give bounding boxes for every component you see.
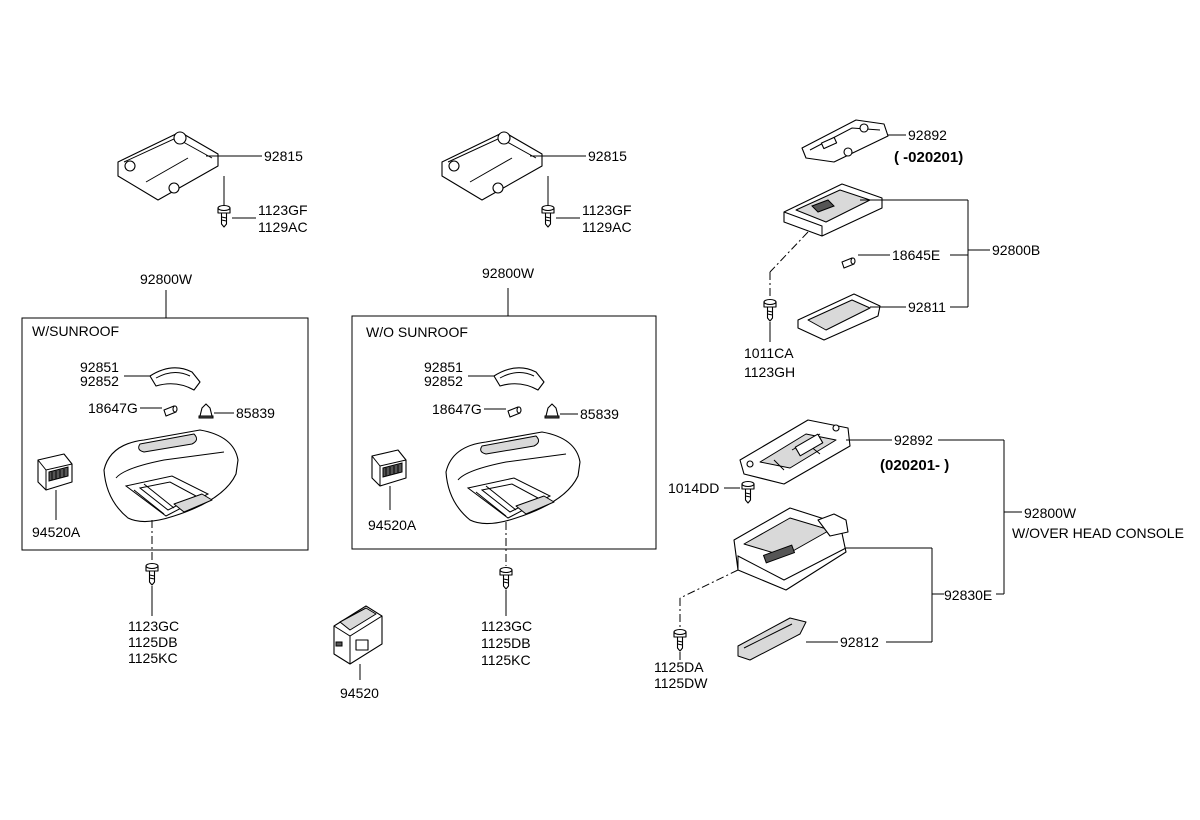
clip-85839-middle [544, 403, 560, 419]
bolt-1014dd [741, 480, 755, 504]
top-right-group: 92892 ( -020201) 18645E 92811 92800B 101… [744, 119, 1040, 380]
label-92830e: 92830E [944, 587, 992, 603]
note-020201-bottom: (020201- ) [880, 457, 949, 474]
note-over-head-console: W/OVER HEAD CONSOLE [1012, 525, 1184, 541]
screw-bottom-right [673, 628, 687, 652]
lamp-92800b [783, 183, 883, 237]
bottom-right-group: 92892 (020201- ) 92800W W/OVER HEAD CONS… [654, 419, 1184, 691]
label-92852-left: 92852 [80, 373, 119, 389]
lens-92851-middle [493, 367, 545, 391]
label-1123gf-middle: 1123GF [582, 202, 632, 218]
label-1123gf-left: 1123GF [258, 202, 308, 218]
box-w-sunroof [21, 317, 309, 551]
label-1129ac-middle: 1129AC [582, 219, 632, 235]
note-020201-top: ( -020201) [894, 149, 963, 166]
label-1125kc-middle: 1125KC [481, 652, 531, 668]
label-94520a-left: 94520A [32, 524, 81, 540]
label-1014dd: 1014DD [668, 480, 719, 496]
label-1125db-left: 1125DB [128, 634, 178, 650]
label-18647g-left: 18647G [88, 400, 138, 416]
bracket-92892-top [801, 119, 889, 163]
label-92892-bottom: 92892 [894, 432, 933, 448]
label-85839-left: 85839 [236, 405, 275, 421]
label-1123gh: 1123GH [744, 364, 795, 380]
label-92815-left: 92815 [264, 148, 303, 164]
module-94520 [333, 605, 383, 665]
switch-94520a-middle [371, 449, 407, 487]
console-lamp-92830e [733, 507, 849, 591]
mounting-plate-left [117, 131, 219, 201]
label-92851-middle: 92851 [424, 359, 463, 375]
label-94520a-middle: 94520A [368, 517, 417, 533]
bulb-18647g-middle [507, 406, 522, 418]
label-1125dw: 1125DW [654, 675, 708, 691]
switch-94520a-left [37, 453, 73, 491]
clip-85839-left [198, 403, 214, 419]
label-92800w-right: 92800W [1024, 505, 1077, 521]
label-85839-middle: 85839 [580, 406, 619, 422]
screw-top-right [763, 298, 777, 322]
bulb-18647g-left [163, 405, 178, 417]
box-title-wo-sunroof: W/O SUNROOF [366, 324, 468, 340]
label-92811: 92811 [908, 299, 946, 315]
box-wo-sunroof [351, 315, 657, 550]
label-92892-top: 92892 [908, 127, 947, 143]
box-title-w-sunroof: W/SUNROOF [32, 323, 119, 339]
label-92812: 92812 [840, 634, 879, 650]
label-1125da: 1125DA [654, 659, 704, 675]
lens-92851-left [149, 367, 201, 391]
lens-92811 [797, 293, 881, 341]
screw-middle-bottom [499, 566, 513, 590]
bulb-18645e [841, 257, 856, 269]
left-group: 92815 1123GF 1129AC 92800W W/SUNROOF 928… [21, 131, 309, 666]
label-92851-left: 92851 [80, 359, 119, 375]
console-housing-middle [445, 431, 581, 525]
label-1129ac-left: 1129AC [258, 219, 308, 235]
bracket-92892-bottom [739, 419, 851, 485]
mounting-plate-middle [441, 131, 543, 201]
label-1125db-middle: 1125DB [481, 635, 531, 651]
console-housing-left [103, 429, 239, 523]
label-1123gc-middle: 1123GC [481, 618, 532, 634]
label-1123gc-left: 1123GC [128, 618, 179, 634]
label-18647g-middle: 18647G [432, 401, 482, 417]
label-92815-middle: 92815 [588, 148, 627, 164]
middle-group: 92815 1123GF 1129AC 92800W W/O SUNROOF 9… [333, 131, 657, 701]
label-92800w-middle: 92800W [482, 265, 535, 281]
lens-92812 [737, 617, 807, 661]
bolt-left-top [217, 204, 231, 228]
label-94520: 94520 [340, 685, 379, 701]
screw-left-bottom [145, 562, 159, 586]
bolt-middle-top [541, 204, 555, 228]
label-92800b: 92800B [992, 242, 1040, 258]
label-1125kc-left: 1125KC [128, 650, 178, 666]
label-92852-middle: 92852 [424, 373, 463, 389]
label-92800w-left: 92800W [140, 271, 193, 287]
label-18645e: 18645E [892, 247, 940, 263]
label-1011ca: 1011CA [744, 345, 794, 361]
